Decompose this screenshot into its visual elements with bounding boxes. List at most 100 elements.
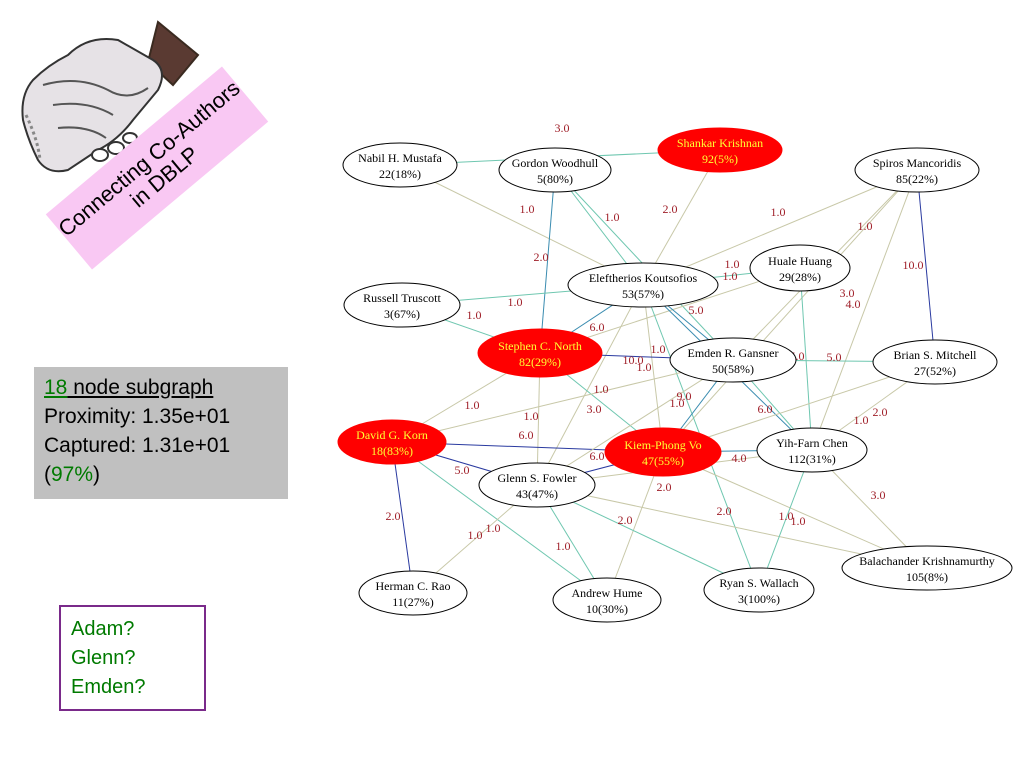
node-ellipse[interactable] [342, 142, 458, 188]
edge-weight-label: 1.0 [651, 342, 666, 356]
edge-gansner-fowler [536, 359, 734, 486]
edge-weight-label: 1.0 [465, 398, 480, 412]
edge-weight-label: 1.0 [858, 219, 873, 233]
node-ellipse[interactable] [478, 462, 596, 508]
node-stat: 29(28%) [779, 270, 821, 284]
node-stat: 11(27%) [392, 595, 434, 609]
edge-weight-label: 2.0 [873, 405, 888, 419]
node-stat: 3(67%) [384, 307, 420, 321]
node-korn[interactable]: David G. Korn 18(83%) [337, 419, 447, 465]
edge-weight-label: 5.0 [455, 463, 470, 477]
captured-percent: 97% [51, 463, 94, 486]
edge-krishnan-koutsofios [642, 149, 721, 286]
handshake-logo [8, 10, 208, 185]
node-name: Herman C. Rao [376, 579, 451, 593]
node-ellipse[interactable] [552, 577, 662, 623]
node-stat: 10(30%) [586, 602, 628, 616]
edge-weight-label: 1.0 [467, 308, 482, 322]
proximity-text: Proximity: 1.35e+01 [44, 405, 231, 428]
node-name: Kiem-Phong Vo [624, 438, 701, 452]
node-count-suffix[interactable]: node subgraph [67, 376, 214, 399]
node-ellipse[interactable] [854, 147, 980, 193]
node-ellipse[interactable] [872, 339, 998, 385]
edge-vo-hume [606, 451, 664, 601]
edge-weight-label: 1.0 [520, 202, 535, 216]
edge-weight-label: 2.0 [663, 202, 678, 216]
node-stat: 22(18%) [379, 167, 421, 181]
node-ellipse[interactable] [749, 244, 851, 292]
node-name: Balachander Krishnamurthy [859, 554, 995, 568]
node-count-link[interactable]: 18 [44, 376, 68, 399]
node-stat: 5(80%) [537, 172, 573, 186]
edge-weight-label: 2.0 [534, 250, 549, 264]
stats-box: 18 node subgraph Proximity: 1.35e+01 Cap… [34, 367, 288, 499]
node-ellipse[interactable] [657, 127, 783, 173]
node-krishnan[interactable]: Shankar Krishnan 92(5%) [657, 127, 783, 173]
node-ellipse[interactable] [343, 282, 461, 328]
node-ellipse[interactable] [703, 567, 815, 613]
node-stat: 92(5%) [702, 152, 738, 166]
edge-weight-label: 3.0 [871, 488, 886, 502]
node-ellipse[interactable] [841, 545, 1013, 591]
node-stat: 18(83%) [371, 444, 413, 458]
edge-weight-label: 4.0 [732, 451, 747, 465]
node-name: Stephen C. North [498, 339, 582, 353]
nodes-layer: Nabil H. Mustafa 22(18%) Gordon Woodhull 5(… [337, 127, 1013, 623]
edge-koutsofios-vo [642, 284, 664, 453]
edge-weight-label: 5.0 [689, 303, 704, 317]
node-ellipse[interactable] [604, 427, 722, 477]
edge-weight-label: 6.0 [758, 402, 773, 416]
node-ellipse[interactable] [337, 419, 447, 465]
node-ellipse[interactable] [498, 147, 612, 193]
edge-weight-label: 3.0 [587, 402, 602, 416]
edge-mancoridis-chen [811, 169, 918, 451]
node-mustafa[interactable]: Nabil H. Mustafa 22(18%) [342, 142, 458, 188]
node-ellipse[interactable] [756, 427, 868, 473]
edge-weight-label: 6.0 [519, 428, 534, 442]
edge-weight-label: 1.0 [594, 382, 609, 396]
node-name: Gordon Woodhull [512, 156, 599, 170]
node-ellipse[interactable] [477, 328, 603, 378]
edge-weight-label: 1.0 [508, 295, 523, 309]
node-rao[interactable]: Herman C. Rao 11(27%) [358, 570, 468, 616]
edge-korn-hume [391, 441, 608, 601]
edge-weight-label: 1.0 [725, 257, 740, 271]
node-ellipse[interactable] [567, 262, 719, 308]
edge-weight-label: 1.0 [605, 210, 620, 224]
edge-koutsofios-fowler [536, 284, 644, 486]
node-ellipse[interactable] [358, 570, 468, 616]
edge-weight-label: 2.0 [717, 504, 732, 518]
handshake-icon [21, 20, 200, 173]
node-ellipse[interactable] [669, 337, 797, 383]
candidate-name: Emden? [71, 676, 146, 698]
node-name: Nabil H. Mustafa [358, 151, 442, 165]
edge-weight-label: 1.0 [524, 409, 539, 423]
captured-percent-line: (97%) [44, 463, 101, 486]
candidate-name: Adam? [71, 618, 135, 640]
edge-weight-label: 6.0 [590, 449, 605, 463]
node-name: Shankar Krishnan [677, 136, 763, 150]
edge-weight-label: 1.0 [637, 360, 652, 374]
node-name: David G. Korn [356, 428, 428, 442]
edge-weight-label: 10.0 [903, 258, 924, 272]
edge-weight-label: 10.0 [623, 353, 644, 367]
node-woodhull[interactable]: Gordon Woodhull 5(80%) [498, 147, 612, 193]
edge-weight-label: 1.0 [468, 528, 483, 542]
edge-weight-label: 1.0 [556, 539, 571, 553]
edge-gansner-korn [391, 359, 734, 443]
edge-weight-label: 1.0 [779, 509, 794, 523]
